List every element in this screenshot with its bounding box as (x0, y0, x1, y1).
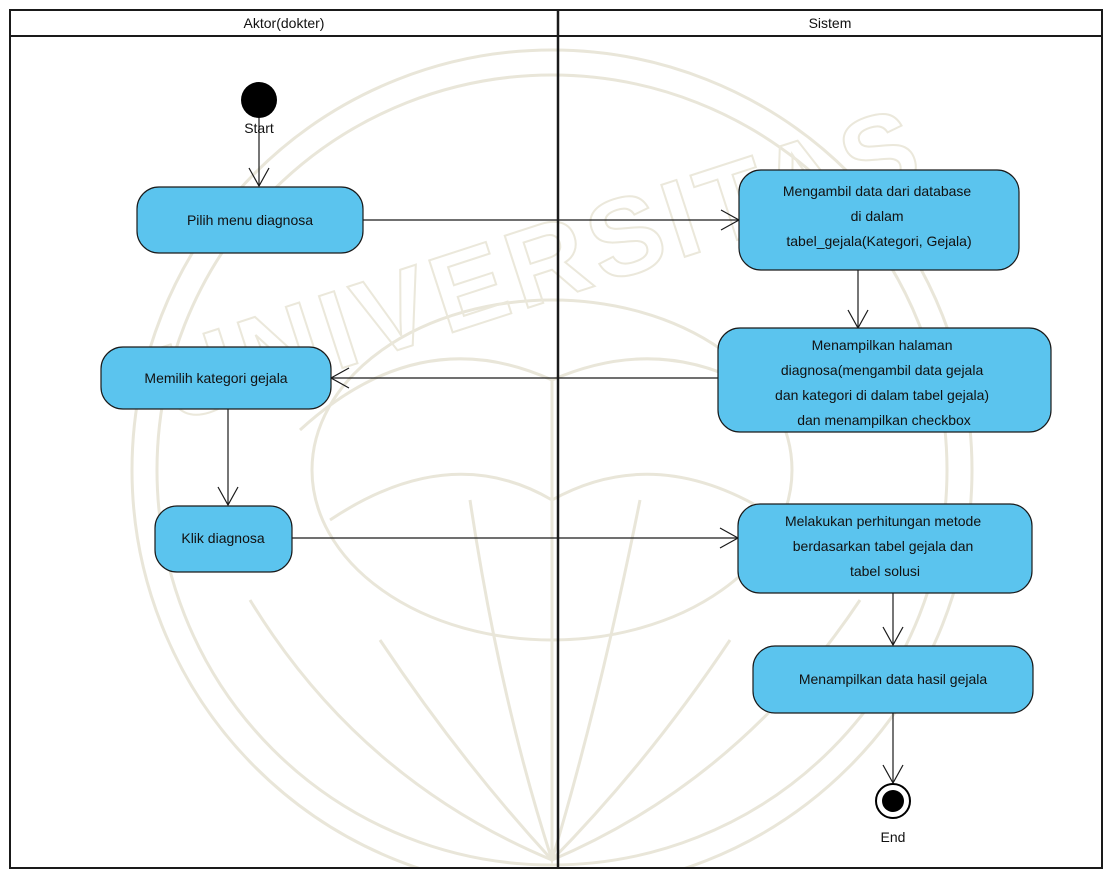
activity-klik-diagnosa-text: Klik diagnosa (181, 530, 264, 546)
activity-melakukan-text: Melakukan perhitungan metode berdasarkan… (785, 513, 985, 579)
swimlanes: Aktor(dokter) Sistem (9, 9, 1103, 869)
text-line: berdasarkan tabel gejala dan (793, 538, 974, 554)
text-line: tabel_gejala(Kategori, Gejala) (786, 233, 971, 249)
lane-frame (9, 9, 1103, 869)
start-label: Start (244, 120, 274, 136)
activity-menampilkan-halaman: Menampilkan halaman diagnosa(mengambil d… (717, 327, 1052, 433)
arrowhead-menampilkan-data (882, 626, 904, 647)
text-line: Memilih kategori gejala (144, 370, 287, 386)
activity-pilih-menu-diagnosa: Pilih menu diagnosa (136, 186, 364, 254)
text-line: dan menampilkan checkbox (797, 412, 971, 428)
text-line: Klik diagnosa (181, 530, 264, 546)
end-label: End (881, 829, 906, 845)
text-line: dan kategori di dalam tabel gejala) (775, 387, 989, 403)
text-line: Mengambil data dari database (783, 183, 972, 199)
text-line: di dalam (851, 208, 904, 224)
start-circle (241, 82, 277, 118)
text-line: Melakukan perhitungan metode (785, 513, 981, 529)
end-node: End (875, 783, 911, 845)
text-line: tabel solusi (850, 563, 920, 579)
activity-mengambil-data: Mengambil data dari database di dalam ta… (738, 169, 1020, 271)
activity-pilih-menu-text: Pilih menu diagnosa (187, 212, 313, 228)
text-line: Menampilkan halaman (812, 337, 953, 353)
control-flows (217, 118, 904, 785)
text-line: diagnosa(mengambil data gejala (781, 362, 984, 378)
start-node: Start (241, 82, 277, 136)
lane-title-system: Sistem (809, 15, 852, 31)
activity-memilih-kategori: Memilih kategori gejala (100, 346, 332, 410)
text-line: Menampilkan data hasil gejala (799, 671, 988, 687)
activity-mengambil-text: Mengambil data dari database di dalam ta… (783, 183, 975, 249)
activity-memilih-kategori-text: Memilih kategori gejala (144, 370, 287, 386)
activity-menampilkan-data-text: Menampilkan data hasil gejala (799, 671, 988, 687)
lane-title-actor: Aktor(dokter) (244, 15, 325, 31)
arrowhead-pilih-menu (248, 167, 270, 188)
arrowhead-klik (217, 486, 239, 507)
text-line: Pilih menu diagnosa (187, 212, 313, 228)
activity-menampilkan-data-hasil: Menampilkan data hasil gejala (752, 645, 1034, 714)
activity-menampilkan-halaman-text: Menampilkan halaman diagnosa(mengambil d… (775, 337, 993, 428)
end-inner-circle (882, 790, 904, 812)
activity-melakukan-perhitungan: Melakukan perhitungan metode berdasarkan… (737, 503, 1033, 594)
activity-klik-diagnosa: Klik diagnosa (154, 505, 293, 573)
